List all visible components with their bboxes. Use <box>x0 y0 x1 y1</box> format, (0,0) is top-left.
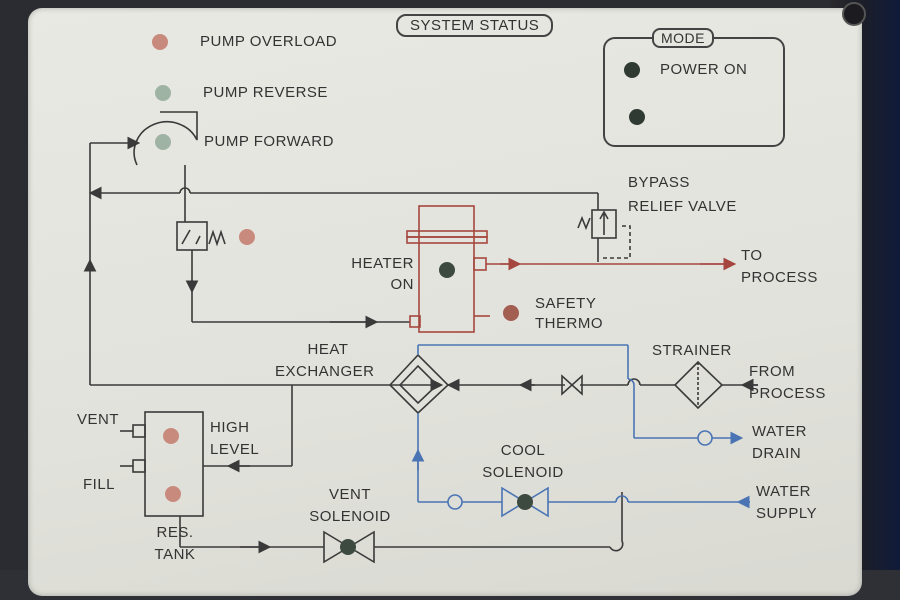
water-drain-label-1: WATER <box>752 423 807 440</box>
from-process-label-1: FROM <box>749 363 796 380</box>
pressure-switch-icon <box>176 221 208 251</box>
cool-solenoid-icon <box>501 486 549 518</box>
vent-label: VENT <box>77 411 120 428</box>
pump-forward-led <box>155 134 171 150</box>
vent-solenoid-label-2: SOLENOID <box>309 508 391 525</box>
mode-title: MODE <box>652 28 714 48</box>
high-level-label-2: LEVEL <box>210 441 260 458</box>
mode-box <box>603 37 785 147</box>
water-supply-label-2: SUPPLY <box>756 505 818 522</box>
res-tank-label-2: TANK <box>154 546 196 563</box>
pump-forward-label: PUMP FORWARD <box>204 133 334 150</box>
mode-led-2 <box>629 109 645 125</box>
system-status-title: SYSTEM STATUS <box>396 14 554 37</box>
vent-solenoid-label-1: VENT <box>328 486 371 503</box>
supply-check-valve-icon <box>447 494 463 510</box>
heater-label-1: HEATER <box>351 255 414 272</box>
to-process-label-2: PROCESS <box>741 269 818 286</box>
high-level-led <box>163 428 179 444</box>
heater-label-2: ON <box>390 276 414 293</box>
bypass-valve-icon <box>591 209 617 239</box>
safety-thermo-led <box>503 305 519 321</box>
pressure-switch-led <box>239 229 255 245</box>
drain-check-valve-icon <box>697 430 713 446</box>
heat-exchanger-icon <box>388 353 450 415</box>
cool-solenoid-led <box>517 494 533 510</box>
vent-solenoid-icon <box>323 530 375 564</box>
hx-label-1: HEAT <box>307 341 349 358</box>
cool-solenoid-label-2: SOLENOID <box>482 464 564 481</box>
high-level-label-1: HIGH <box>210 419 250 436</box>
water-supply-label-1: WATER <box>756 483 811 500</box>
bypass-label-1: BYPASS <box>628 174 690 191</box>
power-on-label: POWER ON <box>660 61 748 78</box>
to-process-label-1: TO <box>741 247 763 264</box>
water-drain-label-2: DRAIN <box>752 445 802 462</box>
from-process-label-2: PROCESS <box>749 385 826 402</box>
heater-on-led <box>439 262 455 278</box>
pump-reverse-label: PUMP REVERSE <box>203 84 328 101</box>
hx-label-2: EXCHANGER <box>275 363 375 380</box>
manual-valve-icon <box>561 374 583 396</box>
cool-solenoid-label-1: COOL <box>500 442 546 459</box>
strainer-icon <box>673 360 724 410</box>
strainer-label: STRAINER <box>652 342 732 359</box>
res-tank-label-1: RES. <box>156 524 194 541</box>
power-on-led <box>624 62 640 78</box>
fill-label: FILL <box>83 476 116 493</box>
pump-overload-led <box>152 34 168 50</box>
bypass-label-2: RELIEF VALVE <box>628 198 737 215</box>
fill-led <box>165 486 181 502</box>
pump-overload-label: PUMP OVERLOAD <box>200 33 338 50</box>
pump-icon <box>133 111 198 166</box>
screw-icon <box>842 2 866 26</box>
pump-reverse-led <box>155 85 171 101</box>
safety-label-1: SAFETY <box>535 295 597 312</box>
vent-solenoid-led <box>340 539 356 555</box>
safety-label-2: THERMO <box>535 315 603 332</box>
